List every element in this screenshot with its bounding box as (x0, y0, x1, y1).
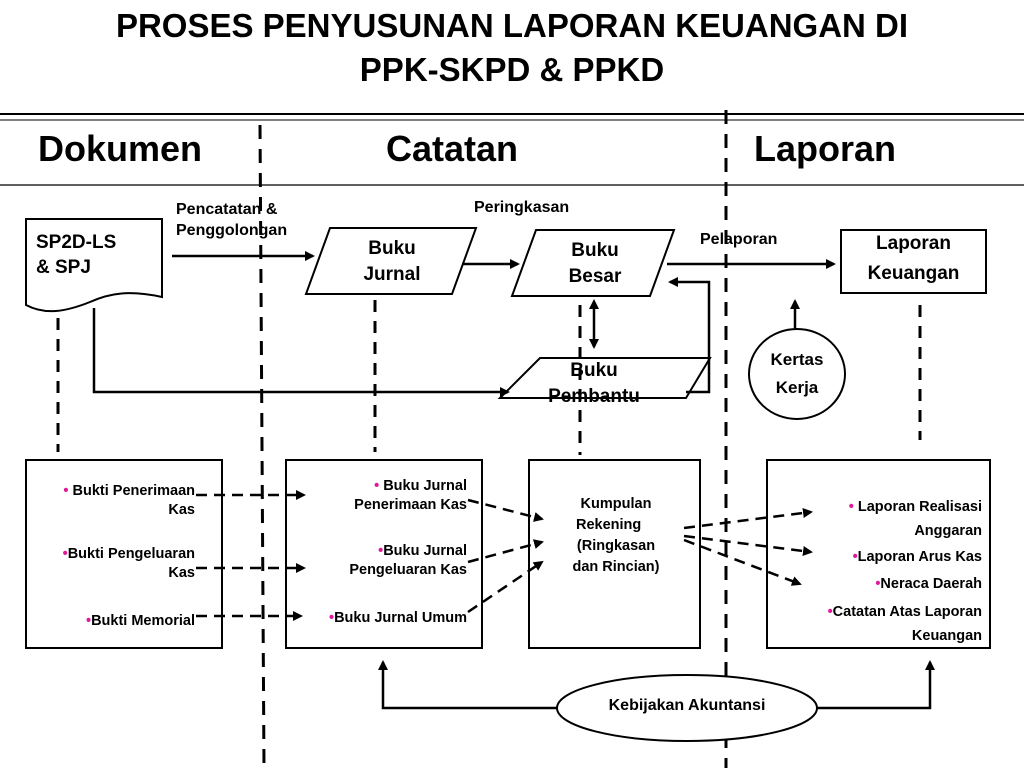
title-line-2: PPK-SKPD & PPKD (359, 51, 665, 88)
buku-besar-node: Buku Besar (544, 238, 646, 290)
dokumen-item1-line1: Bukti Penerimaan (72, 483, 196, 499)
bullet: • (852, 549, 858, 565)
kertas-kerja-line2: Kerja (775, 378, 819, 397)
column-heading-laporan: Laporan (754, 128, 897, 169)
column-separator-left (258, 124, 266, 768)
buku-pembantu-line2: Pembantu (548, 386, 640, 407)
laporan-item-calk: •Catatan Atas Laporan Keuangan (772, 600, 982, 648)
dokumen-item-penerimaan: • Bukti Penerimaan Kas (30, 482, 195, 520)
buku-jurnal-node: Buku Jurnal (340, 236, 444, 288)
catatan-item2-line1: Buku Jurnal (383, 543, 467, 559)
column-heading-dokumen: Dokumen (38, 128, 203, 169)
label-pencatatan: Pencatatan & Penggolongan (176, 199, 287, 241)
kertas-kerja-line1: Kertas (770, 350, 824, 369)
bullet: • (848, 499, 854, 515)
laporan-item1-line2: Anggaran (914, 523, 982, 539)
laporan-item-neraca: •Neraca Daerah (772, 572, 982, 596)
laporan-item-realisasi: • Laporan Realisasi Anggaran (772, 495, 982, 543)
dokumen-item-memorial: •Bukti Memorial (30, 612, 195, 631)
bullet: • (374, 478, 380, 494)
label-pencatatan-line1: Pencatatan & (176, 201, 278, 218)
kumpulan-line1: Kumpulan (580, 496, 652, 512)
laporan-item1-line1: Laporan Realisasi (857, 499, 982, 515)
kertas-kerja-shape (748, 328, 846, 420)
laporan-item-arus-kas: •Laporan Arus Kas (772, 545, 982, 569)
catatan-list-box (285, 459, 483, 649)
vertical-dashed-connectors (56, 300, 922, 455)
label-pelaporan: Pelaporan (700, 231, 778, 248)
buku-besar-line1: Buku (571, 240, 619, 261)
buku-besar-shape (510, 229, 676, 297)
dokumen-item2-line1: Bukti Pengeluaran (67, 546, 195, 562)
bullet: • (875, 576, 881, 592)
sp2d-document-shape (25, 218, 163, 313)
bullet: • (827, 604, 833, 620)
catatan-item-umum: •Buku Jurnal Umum (290, 609, 467, 628)
page-title: PROSES PENYUSUNAN LAPORAN KEUANGAN DI PP… (0, 4, 1024, 92)
bullet: • (62, 546, 68, 562)
catatan-item1-line2: Penerimaan Kas (354, 497, 467, 513)
label-pencatatan-line2: Penggolongan (176, 222, 288, 239)
label-peringkasan: Peringkasan (474, 199, 570, 216)
laporan-item2: Laporan Arus Kas (857, 549, 982, 565)
title-rule (0, 113, 1024, 121)
buku-jurnal-line1: Buku (368, 238, 416, 259)
buku-jurnal-shape (304, 227, 478, 295)
laporan-item4-line2: Keuangan (911, 628, 982, 644)
kumpulan-box (528, 459, 701, 649)
kumpulan-line3: (Ringkasan (576, 538, 656, 554)
arrow-kebijakan-to-laporan (817, 660, 935, 710)
title-line-1: PROSES PENYUSUNAN LAPORAN KEUANGAN DI (115, 7, 909, 44)
laporan-keuangan-node: Laporan Keuangan (841, 229, 986, 289)
buku-pembantu-node: Buku Pembantu (524, 358, 664, 410)
laporan-item3: Neraca Daerah (880, 576, 982, 592)
buku-pembantu-line1: Buku (570, 360, 618, 381)
arrow-pembantu-to-besar (668, 277, 711, 394)
catatan-item-pengeluaran: •Buku Jurnal Pengeluaran Kas (290, 542, 467, 580)
laporan-keuangan-line2: Keuangan (867, 263, 960, 284)
kumpulan-line4: dan Rincian) (572, 559, 660, 575)
sp2d-line1: SP2D-LS (36, 232, 117, 253)
laporan-keuangan-shape (840, 229, 987, 294)
dokumen-item-pengeluaran: •Bukti Pengeluaran Kas (30, 545, 195, 583)
kumpulan-rekening-node: Kumpulan Rekening (Ringkasan dan Rincian… (546, 494, 686, 578)
bullet: • (85, 613, 92, 629)
laporan-keuangan-line1: Laporan (876, 233, 951, 254)
bullet: • (328, 610, 335, 626)
arrow-kebijakan-to-catatan (378, 660, 557, 710)
sp2d-document: SP2D-LS & SPJ (36, 230, 116, 280)
catatan-item-penerimaan: • Buku Jurnal Penerimaan Kas (290, 477, 467, 515)
arrow-sp2d-to-pembantu (92, 308, 510, 397)
dokumen-list-box (25, 459, 223, 649)
laporan-item4-line1: Catatan Atas Laporan (832, 604, 982, 620)
kumpulan-line2: Rekening (576, 517, 642, 533)
catatan-item1-line1: Buku Jurnal (383, 478, 467, 494)
bullet: • (378, 543, 384, 559)
dokumen-item1-line2: Kas (168, 502, 195, 518)
column-heading-catatan: Catatan (386, 128, 519, 169)
lower-dashed-arrows (196, 490, 813, 621)
catatan-item2-line2: Pengeluaran Kas (349, 562, 467, 578)
buku-pembantu-shape (497, 357, 712, 399)
catatan-item3: Buku Jurnal Umum (334, 610, 467, 626)
buku-besar-line2: Besar (568, 266, 622, 287)
sp2d-line2: & SPJ (36, 257, 91, 278)
dokumen-item3: Bukti Memorial (91, 613, 195, 629)
kebijakan-akuntansi-node: Kebijakan Akuntansi (608, 697, 766, 714)
kertas-kerja-node: Kertas Kerja (749, 346, 845, 402)
dokumen-item2-line2: Kas (168, 565, 195, 581)
bullet: • (63, 483, 69, 499)
buku-jurnal-line2: Jurnal (363, 264, 421, 285)
